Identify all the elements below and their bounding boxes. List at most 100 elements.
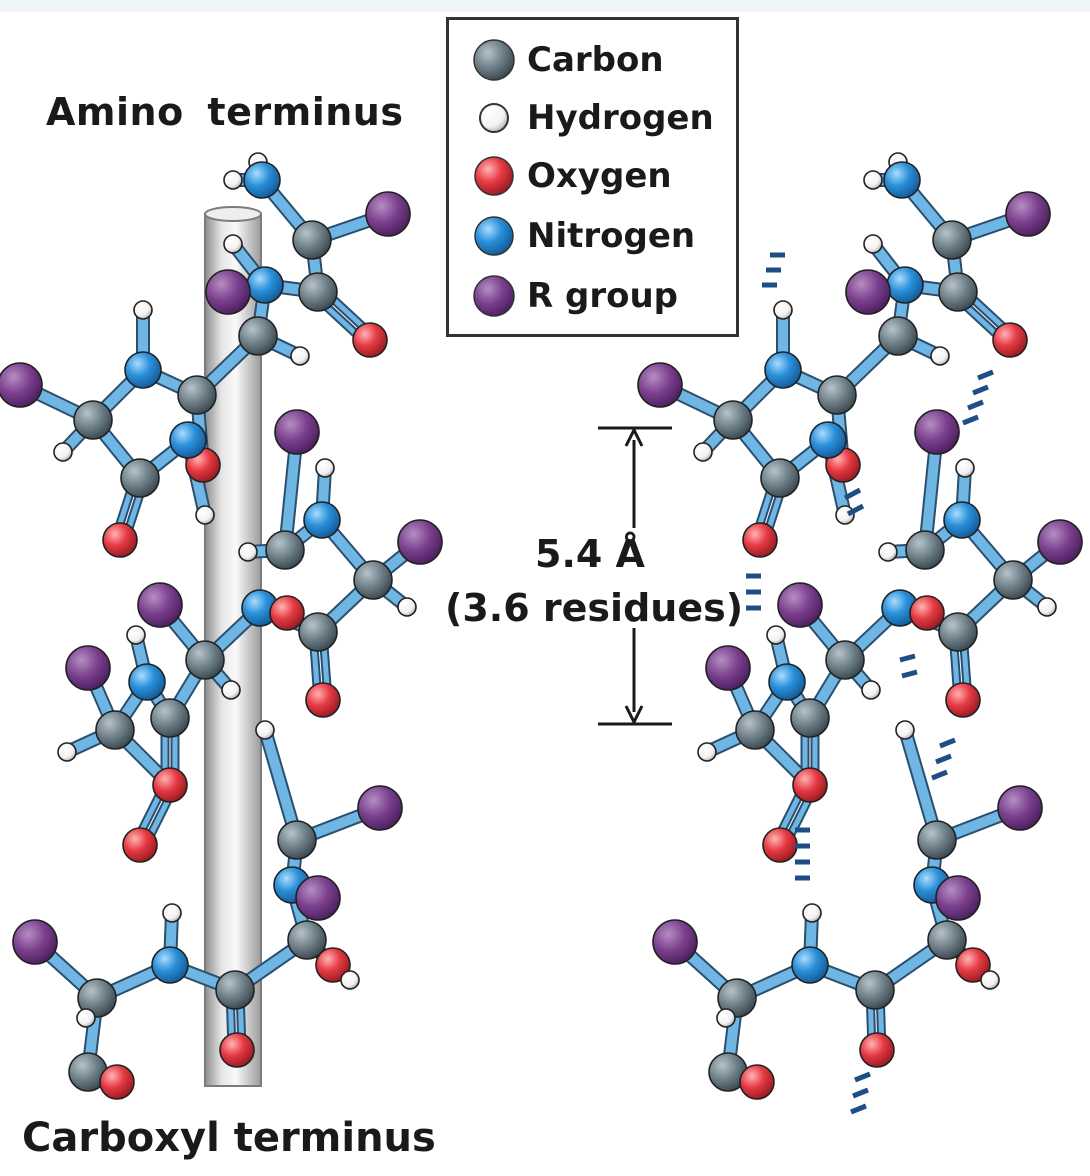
legend-item-oxygen: Oxygen [471, 151, 672, 201]
hydrogen-bond-dash [901, 669, 918, 679]
r-group-atom [1037, 519, 1083, 565]
carbon-atom [760, 458, 800, 498]
carbon-atom [292, 220, 332, 260]
nitrogen-atom [169, 421, 207, 459]
legend-label: Carbon [527, 40, 664, 80]
hydrogen-atom [863, 170, 883, 190]
legend-label: R group [527, 276, 679, 316]
oxygen-atom [102, 522, 138, 558]
r-group-atom [914, 409, 960, 455]
hydrogen-bond-dash [854, 1071, 871, 1083]
carbon-atom [825, 640, 865, 680]
right-helix-model [637, 152, 1083, 1100]
hydrogen-atom [861, 680, 881, 700]
carbon-atom [277, 820, 317, 860]
carbon-atom [927, 920, 967, 960]
hydrogen-bond-dash [967, 399, 984, 411]
nitrogen-atom [943, 501, 981, 539]
rise-distance-label: 5.4 Å [535, 532, 645, 576]
legend-item-hydrogen: Hydrogen [471, 93, 714, 143]
hydrogen-bond-dash [899, 653, 916, 663]
r-group-atom [65, 645, 111, 691]
nitrogen-atom [243, 161, 281, 199]
hydrogen-atom [126, 625, 146, 645]
legend-item-carbon: Carbon [471, 35, 664, 85]
hydrogen-bond-dash [972, 384, 989, 396]
carbon-atom [938, 272, 978, 312]
oxygen-atom [305, 682, 341, 718]
r-group-atom [397, 519, 443, 565]
left-helix-model [0, 152, 443, 1100]
nitrogen-atom [128, 663, 166, 701]
hydrogen-bond-dash [935, 753, 952, 765]
nitrogen-atom-icon [474, 216, 514, 256]
hydrogen-atom-icon [479, 103, 509, 133]
r-group-atom-icon [473, 275, 515, 317]
oxygen-atom [992, 322, 1028, 358]
oxygen-atom [352, 322, 388, 358]
hydrogen-bond-dash [850, 1103, 867, 1115]
oxygen-atom [909, 595, 945, 631]
nitrogen-atom [124, 351, 162, 389]
carbon-atom [215, 970, 255, 1010]
hydrogen-bond-dash [962, 414, 979, 426]
r-group-atom [652, 919, 698, 965]
r-group-atom [845, 269, 891, 315]
hydrogen-atom [340, 970, 360, 990]
hydrogen-atom [802, 903, 822, 923]
carbon-atom [120, 458, 160, 498]
r-group-atom [935, 875, 981, 921]
nitrogen-atom [151, 946, 189, 984]
nitrogen-atom [791, 946, 829, 984]
hydrogen-atom [238, 542, 258, 562]
hydrogen-atom [693, 442, 713, 462]
carboxyl-terminus-label: Carboxyl terminus [22, 1115, 436, 1161]
hydrogen-bonds [746, 252, 994, 1115]
carbon-atom [938, 612, 978, 652]
legend-item-r-group: R group [471, 271, 678, 321]
carbon-atom [717, 978, 757, 1018]
hydrogen-atom [76, 1008, 96, 1028]
hydrogen-atom [716, 1008, 736, 1028]
r-group-atom [777, 582, 823, 628]
hydrogen-atom [895, 720, 915, 740]
hydrogen-atom [697, 742, 717, 762]
nitrogen-atom [303, 501, 341, 539]
hydrogen-atom [863, 234, 883, 254]
carbon-atom [993, 560, 1033, 600]
r-group-atom [274, 409, 320, 455]
carbon-atom [905, 530, 945, 570]
nitrogen-atom [883, 161, 921, 199]
r-group-atom [0, 362, 43, 408]
hydrogen-atom [930, 346, 950, 366]
hydrogen-atom [878, 542, 898, 562]
r-group-atom [137, 582, 183, 628]
r-group-atom [12, 919, 58, 965]
r-group-atom [365, 191, 411, 237]
oxygen-atom [859, 1032, 895, 1068]
hydrogen-atom [397, 597, 417, 617]
legend-item-nitrogen: Nitrogen [471, 211, 695, 261]
hydrogen-bond-dash [846, 503, 865, 517]
hydrogen-atom [195, 505, 215, 525]
hydrogen-atom [766, 625, 786, 645]
carbon-atom [265, 530, 305, 570]
r-group-atom [1005, 191, 1051, 237]
carbon-atom [95, 710, 135, 750]
legend-label: Nitrogen [527, 216, 696, 256]
oxygen-atom [955, 947, 991, 983]
hydrogen-atom [133, 300, 153, 320]
hydrogen-bond-dash [852, 1087, 869, 1099]
carbon-atom [73, 400, 113, 440]
carbon-atom [298, 612, 338, 652]
hydrogen-atom [53, 442, 73, 462]
hydrogen-atom [221, 680, 241, 700]
oxygen-atom [945, 682, 981, 718]
hydrogen-atom [980, 970, 1000, 990]
hydrogen-bond-dash [939, 737, 956, 749]
oxygen-atom [315, 947, 351, 983]
nitrogen-atom [886, 266, 924, 304]
r-group-atom [705, 645, 751, 691]
nitrogen-atom [768, 663, 806, 701]
